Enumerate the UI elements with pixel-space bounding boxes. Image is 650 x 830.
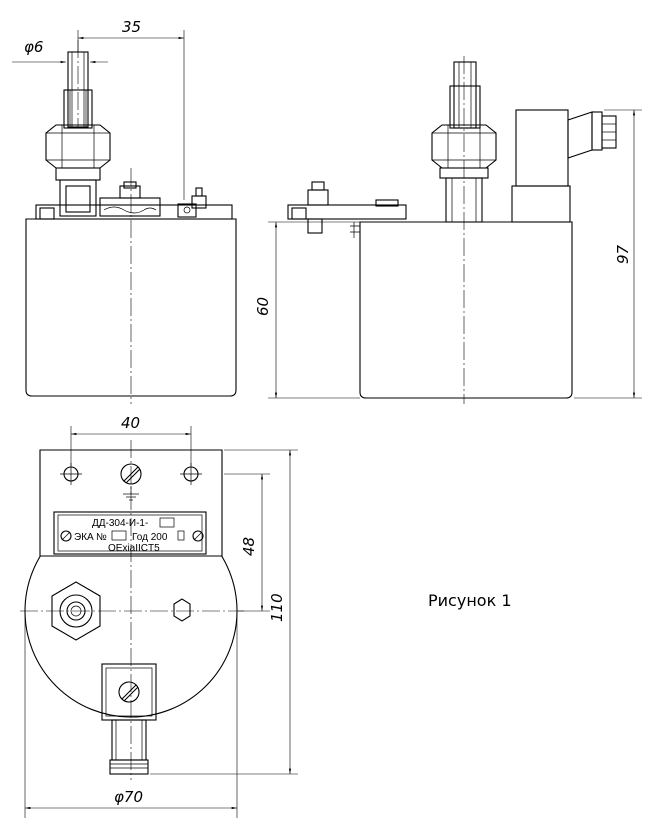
dim-shaft-text: φ6 xyxy=(24,38,43,56)
dim-total-height-text: 97 xyxy=(614,244,632,264)
nameplate-no: № xyxy=(96,532,107,543)
dim-body-diameter-text: φ70 xyxy=(114,788,143,806)
nameplate-line1: ДД-304-И-1- xyxy=(92,518,148,529)
dim-hole-spacing-text: 40 xyxy=(121,414,140,432)
nameplate-line3: OExiaIICT5 xyxy=(108,543,160,554)
dim-overall-height-text: 110 xyxy=(268,593,286,622)
top-view: ДД-304-И-1- ЭКА № Год 200 OExiaIICT5 xyxy=(20,440,244,780)
nameplate-mark: ЭКА xyxy=(74,532,94,543)
nameplate-year: Год 200 xyxy=(132,532,168,543)
dim-total-height: 97 xyxy=(574,109,642,399)
dim-plate-height-text: 48 xyxy=(240,537,258,556)
dim-offset: 35 xyxy=(77,18,185,200)
dim-body-height-text: 60 xyxy=(254,297,272,316)
dim-body-height: 60 xyxy=(254,221,360,399)
figure-caption: Рисунок 1 xyxy=(428,591,512,610)
dim-plate-height: 48 xyxy=(224,473,270,612)
side-view xyxy=(287,56,617,404)
dim-shaft: φ6 xyxy=(12,38,108,64)
dim-hole-spacing: 40 xyxy=(70,414,192,466)
dim-offset-text: 35 xyxy=(122,18,141,36)
dim-body-diameter: φ70 xyxy=(24,611,238,818)
front-view xyxy=(25,40,237,404)
dim-overall-height: 110 xyxy=(150,449,298,775)
